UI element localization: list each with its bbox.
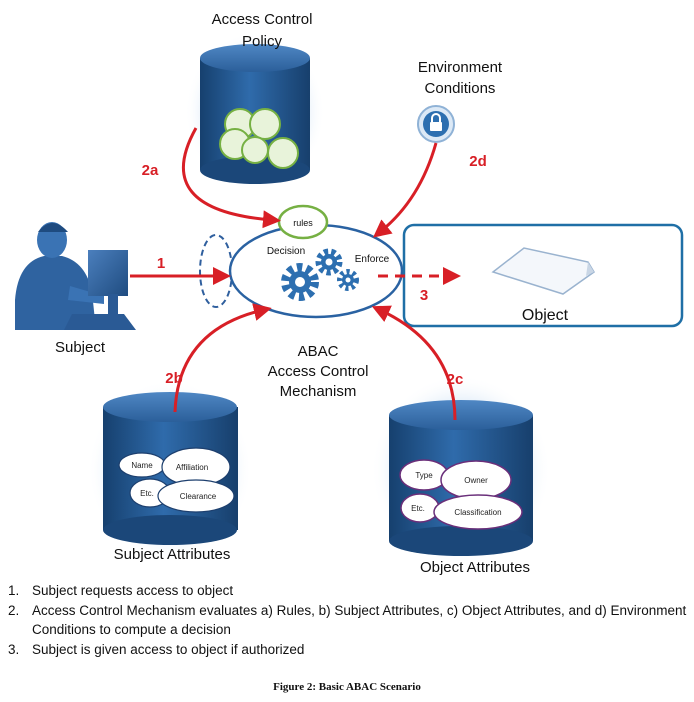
scenario-steps-list: 1. Subject requests access to object 2. Ac… xyxy=(8,581,688,659)
scenario-step-item: 3. Subject is given access to object if a… xyxy=(8,640,688,660)
object-attributes-database xyxy=(371,375,551,565)
gears-icon xyxy=(281,248,359,301)
scenario-step-text: Subject is given access to object if aut… xyxy=(32,641,305,657)
policy-rule-icons xyxy=(219,108,299,169)
etc-object-attribute-label: Etc. xyxy=(411,504,425,513)
clearance-attribute-bubble xyxy=(157,479,235,513)
scenario-step-number: 1. xyxy=(8,583,20,598)
abac-mechanism-boundary xyxy=(228,223,404,319)
step-1-label: 1 xyxy=(157,255,165,272)
policy-database xyxy=(185,32,325,192)
clearance-attribute-label: Clearance xyxy=(180,492,217,501)
scenario-step-item: 2. Access Control Mechanism evaluates a) … xyxy=(8,601,688,640)
object-attributes-label: Object Attributes xyxy=(420,559,530,576)
policy-label-line2: Policy xyxy=(242,33,283,50)
arrow-policy-rules xyxy=(181,127,281,229)
step-3-label: 3 xyxy=(420,287,428,304)
enforce-label: Enforce xyxy=(355,254,390,265)
mechanism-label-line3: Mechanism xyxy=(280,383,357,400)
owner-attribute-label: Owner xyxy=(464,476,488,485)
subject-computer-user-icon xyxy=(15,222,136,330)
scenario-step-number: 3. xyxy=(8,641,20,657)
subject-label: Subject xyxy=(55,339,106,356)
classification-attribute-bubble xyxy=(433,494,523,530)
decision-label: Decision xyxy=(267,246,305,257)
step-2d-label: 2d xyxy=(469,153,487,170)
rules-label: rules xyxy=(293,218,313,228)
mechanism-label-line1: ABAC xyxy=(298,343,339,360)
figure-caption: Figure 2: Basic ABAC Scenario xyxy=(273,681,421,693)
subject-attributes-database xyxy=(88,380,252,560)
step-2b-label: 2b xyxy=(165,370,183,387)
scenario-step-text: Access Control Mechanism evaluates a) Ru… xyxy=(32,602,687,638)
subject-request-port xyxy=(199,234,233,308)
lock-icon xyxy=(417,105,455,143)
arrow-subject-attributes xyxy=(173,303,272,413)
scenario-step-number: 2. xyxy=(8,602,20,618)
object-label: Object xyxy=(522,307,569,324)
arrow-object-attributes xyxy=(371,305,457,421)
environment-label-line1: Environment xyxy=(418,59,503,76)
subject-attributes-label: Subject Attributes xyxy=(114,546,231,563)
name-attribute-label: Name xyxy=(131,461,153,470)
rules-bubble: rules xyxy=(277,204,329,240)
scenario-step-text: Subject requests access to object xyxy=(32,583,234,598)
document-icon xyxy=(491,247,596,295)
step-2a-label: 2a xyxy=(142,162,159,179)
step-2c-label: 2c xyxy=(447,371,464,388)
environment-label-line2: Conditions xyxy=(425,80,496,97)
scenario-step-item: 1. Subject requests access to object xyxy=(8,581,688,601)
arrow-environment-enforce xyxy=(372,142,438,238)
mechanism-label-line2: Access Control xyxy=(268,363,369,380)
policy-label-line1: Access Control xyxy=(212,11,313,28)
classification-attribute-label: Classification xyxy=(454,508,501,517)
etc-attribute-label: Etc. xyxy=(140,489,154,498)
type-attribute-label: Type xyxy=(415,471,433,480)
affiliation-attribute-label: Affiliation xyxy=(176,463,208,472)
